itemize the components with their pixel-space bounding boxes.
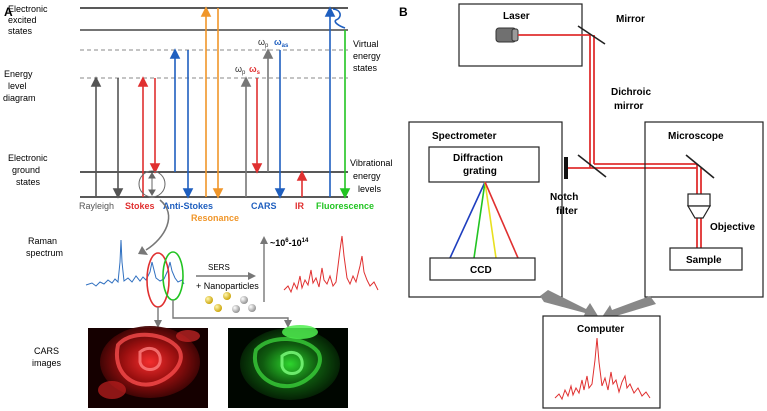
ir-label: IR: [295, 201, 305, 211]
anti-stokes-to-image-arrow: [172, 300, 289, 322]
svg-text:states: states: [8, 26, 33, 36]
vibrational-levels-label: Vibrational energy levels: [350, 158, 392, 194]
virtual-states-label: Virtual energy states: [353, 39, 381, 73]
diffraction-grating-box: [428, 146, 540, 183]
svg-text:images: images: [32, 358, 62, 368]
rayleigh-arrows: [90, 76, 124, 199]
sample-box: [669, 247, 743, 271]
svg-text:diagram: diagram: [3, 93, 36, 103]
enhancement-factor: ~106-1014: [270, 238, 309, 248]
svg-text:spectrum: spectrum: [26, 248, 63, 258]
enhancement-arrowhead: [260, 236, 268, 244]
fluorescence-label: Fluorescence: [316, 201, 374, 211]
circle-to-spectrum-arrowhead: [138, 246, 148, 255]
svg-text:energy: energy: [353, 51, 381, 61]
svg-text:energy: energy: [353, 171, 381, 181]
objective: [686, 193, 712, 219]
svg-text:Diffraction: Diffraction: [453, 153, 503, 164]
notch-filter-label: Notch filter: [550, 192, 578, 217]
ir-arrow: [296, 170, 308, 197]
resonance-arrows: [200, 6, 224, 199]
cars-image-red: [88, 326, 208, 408]
objective-label: Objective: [710, 222, 755, 233]
svg-text:ωp: ωp: [258, 37, 269, 49]
microscope-box: [644, 121, 764, 298]
anti-stokes-arrows: [169, 48, 194, 199]
ground-states-label: Electronic ground states: [8, 153, 48, 187]
svg-text:ωas: ωas: [274, 37, 289, 49]
svg-text:filter: filter: [556, 206, 578, 217]
svg-text:states: states: [353, 63, 378, 73]
resonance-label: Resonance: [191, 213, 239, 223]
diffraction-grating-label: Diffraction grating: [453, 153, 503, 177]
cars-image-green: [228, 325, 348, 408]
mirror: [577, 25, 606, 45]
svg-text:Virtual: Virtual: [353, 39, 378, 49]
raman-spectrum-label: Raman spectrum: [26, 236, 63, 258]
omega-labels: ωp ωas ωp ωs: [235, 37, 289, 76]
stokes-label: Stokes: [125, 201, 155, 211]
sample-label: Sample: [686, 255, 722, 266]
svg-text:Notch: Notch: [550, 192, 578, 203]
svg-text:ground: ground: [12, 165, 40, 175]
microscope-mirror: [685, 154, 715, 179]
ccd-box: [429, 257, 536, 281]
svg-text:CARS: CARS: [34, 346, 59, 356]
svg-text:Vibrational: Vibrational: [350, 158, 392, 168]
panel-a-label: A: [4, 5, 13, 19]
spectrometer-label: Spectrometer: [432, 131, 497, 142]
computer-spectrum-trace: [554, 337, 651, 401]
notch-filter: [564, 157, 568, 179]
laser-device: [495, 27, 519, 43]
dichroic-mirror-label: Dichroic mirror: [611, 87, 651, 112]
dichroic-mirror: [577, 154, 607, 178]
nanoparticles-label: + Nanoparticles: [196, 281, 259, 291]
circle-to-spectrum-arrow: [145, 199, 170, 251]
svg-text:levels: levels: [358, 184, 382, 194]
stokes-arrows: [137, 76, 161, 197]
mirror-label: Mirror: [616, 14, 645, 25]
vibrational-double-arrow: [148, 172, 156, 196]
energy-level-diagram-label: Energy level diagram: [3, 69, 36, 103]
svg-text:states: states: [16, 177, 41, 187]
rayleigh-label: Rayleigh: [79, 201, 114, 211]
svg-text:ωs: ωs: [249, 64, 261, 76]
dispersed-rays: [449, 181, 519, 259]
svg-text:Electronic: Electronic: [8, 153, 48, 163]
spectrometer-box: [408, 121, 563, 298]
svg-text:ωp: ωp: [235, 64, 246, 76]
anti-stokes-region-ellipse: [162, 251, 184, 301]
anti-stokes-to-image-arrowhead: [284, 320, 292, 328]
stokes-to-image-arrowhead: [154, 320, 162, 328]
sers-arrowhead: [248, 272, 256, 280]
svg-text:excited: excited: [8, 15, 37, 25]
svg-text:Energy: Energy: [4, 69, 33, 79]
svg-text:Raman: Raman: [28, 236, 57, 246]
laser-beam: [518, 34, 702, 268]
panel-b-label: B: [399, 5, 408, 19]
computer-label: Computer: [577, 324, 624, 335]
sers-label: SERS: [208, 263, 230, 272]
process-labels: Rayleigh Stokes Anti-Stokes Resonance CA…: [79, 201, 374, 223]
cars-label: CARS: [251, 201, 277, 211]
excited-states-label: Electronic excited states: [8, 4, 48, 36]
raman-spectrum-trace: [85, 239, 185, 287]
fluorescence-arrows: [324, 6, 351, 199]
nanoparticles: [205, 292, 256, 313]
sers-spectrum-trace: [283, 235, 379, 294]
anti-stokes-label: Anti-Stokes: [163, 201, 213, 211]
svg-text:Electronic: Electronic: [8, 4, 48, 14]
laser-label: Laser: [503, 11, 530, 22]
cars-images-label: CARS images: [32, 346, 62, 368]
svg-text:grating: grating: [463, 166, 497, 177]
microscope-label: Microscope: [668, 131, 724, 142]
svg-text:Dichroic: Dichroic: [611, 87, 651, 98]
cars-arrows: [240, 48, 286, 199]
ccd-label: CCD: [470, 265, 492, 276]
svg-text:level: level: [8, 81, 27, 91]
vibrational-transition-circle: [138, 170, 166, 198]
svg-text:mirror: mirror: [614, 101, 644, 112]
